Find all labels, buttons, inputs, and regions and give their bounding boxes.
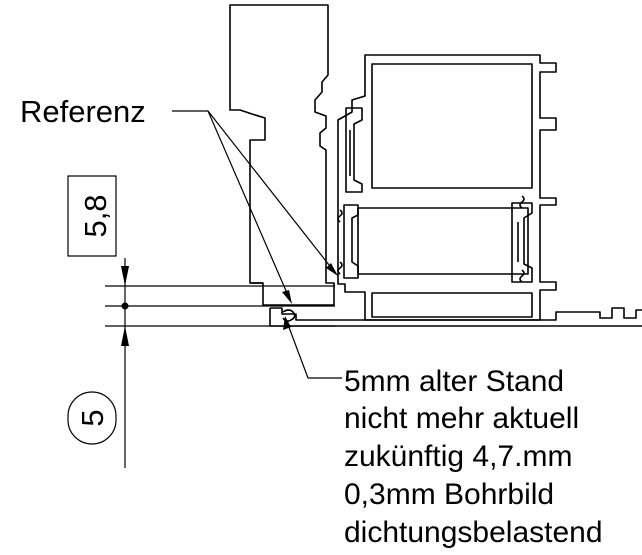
frame-profile-outer [337, 54, 557, 321]
frame-chamber-middle [357, 207, 529, 275]
gasket-right-wave [519, 195, 525, 283]
note-leader [286, 321, 342, 379]
dimension-label-upper: 5,8 [78, 194, 113, 237]
gasket-left-lower-wave [337, 209, 343, 275]
note-line-5: dichtungsbelastend [344, 516, 603, 549]
reference-arrow-2 [326, 263, 338, 276]
dimension-box-lower [67, 391, 117, 445]
reference-arrow-1 [282, 290, 292, 304]
frame-chamber-top [371, 63, 533, 189]
arrow-up [121, 326, 129, 346]
dimension-label-lower: 5 [75, 409, 110, 426]
reference-label: Referenz [20, 94, 146, 129]
note-line-2: nicht mehr aktuell [344, 402, 579, 435]
arrow-down [121, 266, 129, 286]
dimension-box-upper [67, 175, 117, 257]
frame-chamber-bottom [371, 292, 533, 318]
reference-leader-2 [207, 110, 334, 271]
note-line-4: 0,3mm Bohrbild [344, 478, 554, 511]
note-line-3: zukünftig 4,7.mm [344, 440, 572, 473]
note-arrow [283, 316, 291, 330]
note-line-1: 5mm alter Stand [344, 365, 564, 398]
gasket-left-upper [345, 107, 363, 193]
gasket-right [511, 202, 533, 283]
dimension-dot [121, 302, 129, 310]
gasket-left-lower [343, 204, 359, 279]
bottom-rail [270, 307, 642, 321]
sash-profile [229, 4, 335, 306]
